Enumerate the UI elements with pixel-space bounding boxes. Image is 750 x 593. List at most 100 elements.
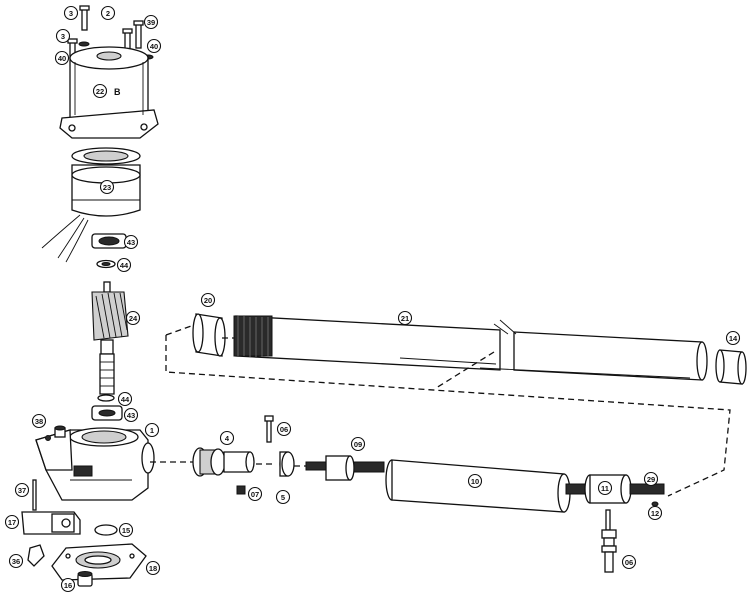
callout-label: 06: [280, 425, 288, 434]
callout-40a: 40: [54, 50, 70, 66]
callout-label: 1: [150, 426, 154, 435]
callout-circle: [54, 50, 70, 66]
callout-label: 44: [120, 261, 129, 270]
end-cap-20: [192, 313, 226, 357]
set-screw-38: [54, 425, 66, 438]
callout-label: 29: [647, 475, 655, 484]
callout-23: 23: [99, 179, 115, 195]
callout-label: 39: [147, 18, 155, 27]
callout-circle: [144, 422, 160, 438]
callout-label: 3: [69, 9, 73, 18]
callout-circle: [350, 436, 366, 452]
pin-12: [651, 501, 659, 507]
callout-29: 29: [643, 471, 659, 487]
callout-44a: 44: [116, 257, 132, 273]
callout-09: 09: [350, 436, 366, 452]
callout-circle: [725, 330, 741, 346]
callout-label: 24: [129, 314, 138, 323]
callout-14: 14: [725, 330, 741, 346]
callout-15: 15: [118, 522, 134, 538]
callout-circle: [99, 179, 115, 195]
callout-circle: [219, 430, 235, 446]
upper-bearing: [91, 233, 127, 249]
callout-label: 3: [61, 32, 65, 41]
lead-screw-nut-09: [305, 455, 385, 481]
callout-circle: [118, 522, 134, 538]
fitting-06: [601, 509, 617, 573]
callout-label: 12: [651, 509, 659, 518]
callout-label: 16: [64, 581, 72, 590]
motor-wires: [41, 214, 89, 263]
callout-label: 2: [106, 9, 110, 18]
callout-circle: [200, 292, 216, 308]
callout-20: 20: [200, 292, 216, 308]
callout-label: 5: [281, 493, 285, 502]
callout-06b: 06: [621, 554, 637, 570]
callout-39: 39: [143, 14, 159, 30]
callout-circle: [92, 83, 108, 99]
callout-circle: [116, 257, 132, 273]
seal-15: [94, 524, 118, 536]
callout-circle: [145, 560, 161, 576]
base-plate: [51, 543, 147, 581]
callout-circle: [60, 577, 76, 593]
callout-circle: [597, 480, 613, 496]
callout-37: 37: [14, 482, 30, 498]
lower-washer: [97, 394, 115, 402]
callout-44b: 44: [117, 391, 133, 407]
callout-circle: [4, 514, 20, 530]
callout-2: 2: [100, 5, 116, 21]
callout-circle: [467, 473, 483, 489]
callout-circle: [143, 14, 159, 30]
callout-label: 18: [149, 564, 157, 573]
gearbox-housing: [35, 427, 155, 501]
callout-circle: [643, 471, 659, 487]
callout-40b: 40: [146, 38, 162, 54]
callout-5: 5: [275, 489, 291, 505]
callout-3a: 3: [63, 5, 79, 21]
washer-5: [279, 451, 295, 477]
callout-label: 14: [729, 334, 738, 343]
nut-flange-4: [192, 447, 255, 477]
callout-circle: [63, 5, 79, 21]
callout-circle: [123, 234, 139, 250]
callout-38: 38: [31, 413, 47, 429]
envelope-dashed-lower: [165, 335, 731, 497]
callout-label: 36: [12, 557, 20, 566]
callout-label: 22: [96, 87, 104, 96]
callout-label: 23: [103, 183, 111, 192]
callout-22: 22: [92, 83, 108, 99]
callout-circle: [55, 28, 71, 44]
callout-label: 38: [35, 417, 43, 426]
callout-4: 4: [219, 430, 235, 446]
callout-1: 1: [144, 422, 160, 438]
callout-circle: [125, 310, 141, 326]
callout-circle: [146, 38, 162, 54]
callout-circle: [100, 5, 116, 21]
callout-label: 17: [8, 518, 16, 527]
callout-label: 43: [127, 238, 135, 247]
callout-label: 37: [18, 486, 26, 495]
callout-circle: [247, 486, 263, 502]
callout-circle: [647, 505, 663, 521]
callout-circle: [117, 391, 133, 407]
motor-suffix-label: B: [114, 87, 121, 97]
callout-label: 09: [354, 440, 362, 449]
end-cap-14: [715, 349, 747, 385]
callout-06a: 06: [276, 421, 292, 437]
callout-circle: [275, 489, 291, 505]
callout-circle: [276, 421, 292, 437]
callout-10: 10: [467, 473, 483, 489]
callout-circle: [14, 482, 30, 498]
callout-17: 17: [4, 514, 20, 530]
callout-label: 07: [251, 490, 259, 499]
callout-12: 12: [647, 505, 663, 521]
nut-07: [236, 485, 246, 495]
callout-label: 20: [204, 296, 212, 305]
callout-label: 40: [150, 42, 158, 51]
worm-gear-shaft: [91, 281, 129, 395]
callout-11: 11: [597, 480, 613, 496]
callout-24: 24: [125, 310, 141, 326]
callout-circle: [397, 310, 413, 326]
